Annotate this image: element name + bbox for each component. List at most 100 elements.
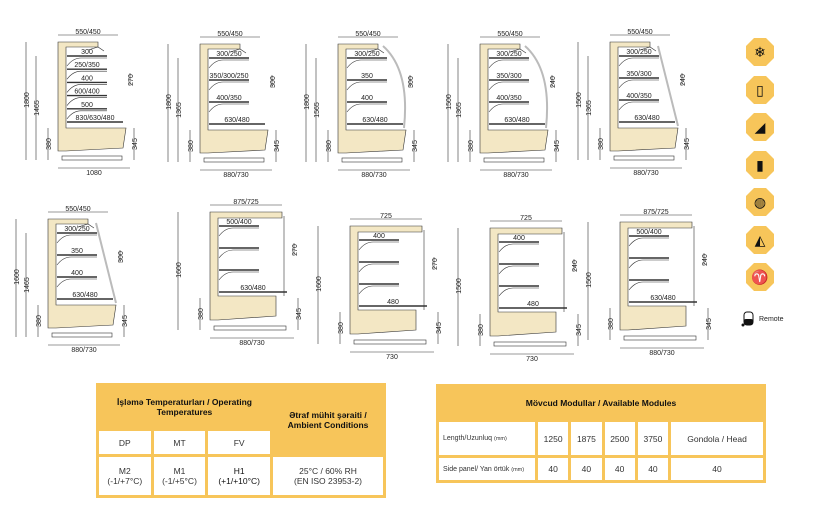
inner-height-label: 1465 xyxy=(34,100,41,116)
shelf-spacing-label: 240 xyxy=(550,76,557,88)
display-case-diagram: 300/250350/300400/350630/480550/45015001… xyxy=(446,31,561,179)
shelf-bracket xyxy=(218,227,259,237)
inner-height-label: 1365 xyxy=(456,102,463,118)
overall-depth-label: 730 xyxy=(386,354,398,361)
shelf-depth-label: 400 xyxy=(373,233,385,240)
mt-value: M1(-1/+5°C) xyxy=(150,454,209,498)
module-side-panel: 40 xyxy=(668,455,766,483)
front-glass xyxy=(95,222,117,304)
octagon-badge xyxy=(746,188,774,216)
shelf-depth-label: 480 xyxy=(527,301,539,308)
inner-height-label: 1465 xyxy=(24,277,31,293)
base-plinth xyxy=(493,341,567,347)
shelf-depth-label: 630/480 xyxy=(362,117,387,124)
shelf-bracket xyxy=(56,256,97,266)
front-height-label: 345 xyxy=(706,318,713,330)
cabinet-body xyxy=(47,218,117,329)
remote-compressor-icon xyxy=(741,311,754,327)
height-label: 1500 xyxy=(446,94,453,110)
shelf-bracket xyxy=(488,81,529,91)
shelf-depth-label: 350/300 xyxy=(626,71,651,78)
height-label: 1600 xyxy=(316,276,323,292)
display-case-diagram: 300/250350/300400/350630/480550/45015001… xyxy=(576,29,691,177)
inner-height-label: 1365 xyxy=(176,102,183,118)
shelf-depth-label: 400 xyxy=(71,270,83,277)
overall-depth-label: 880/730 xyxy=(633,170,658,177)
overall-depth-label: 880/730 xyxy=(649,350,674,357)
shelf-bracket xyxy=(346,81,387,91)
ambient-value: 25°C / 60% RH(EN ISO 23953-2) xyxy=(270,454,386,498)
shelf-bracket xyxy=(498,287,539,297)
shelf-depth-label: 300/250 xyxy=(496,51,521,58)
base-plinth xyxy=(613,155,675,161)
shelf-depth-label: 400/350 xyxy=(626,93,651,100)
shelf-bracket xyxy=(56,234,97,244)
shelf-bracket xyxy=(498,243,539,253)
shelf-bracket xyxy=(358,263,399,273)
module-side-panel: 40 xyxy=(534,455,572,483)
overall-depth-label: 1080 xyxy=(86,170,102,177)
icon-glyph: ◭ xyxy=(755,232,766,248)
height-label: 1500 xyxy=(586,272,593,288)
temp-table-title: İşləmə Temperaturları / Operating Temper… xyxy=(96,383,273,431)
base-height-label: 380 xyxy=(36,315,43,327)
dp-value: M2(-1/+7°C) xyxy=(96,454,154,498)
shelf-spacing-label: 300 xyxy=(118,251,125,263)
side-panel-label: Side panel/ Yan örtük (mm) xyxy=(436,455,538,483)
shelf-bracket xyxy=(488,59,529,69)
length-label: Length/Uzunluq (mm) xyxy=(436,419,538,458)
remote-indicator: Remote xyxy=(741,311,784,327)
front-height-label: 345 xyxy=(296,308,303,320)
shelf-bracket xyxy=(618,57,659,67)
base-plinth xyxy=(483,157,545,163)
module-side-panel: 40 xyxy=(601,455,638,483)
shelf-depth-label: 630/480 xyxy=(240,285,265,292)
overall-depth-label: 880/730 xyxy=(71,347,96,354)
cabinet-body xyxy=(349,225,423,335)
front-height-label: 345 xyxy=(132,138,139,150)
front-glass xyxy=(657,45,679,127)
overall-depth-label: 880/730 xyxy=(503,172,528,179)
canopy xyxy=(639,46,657,52)
shelf-bracket xyxy=(66,110,107,119)
base-height-label: 380 xyxy=(598,138,605,150)
remote-label: Remote xyxy=(759,315,784,323)
octagon-badge xyxy=(746,150,774,179)
base-plinth xyxy=(203,157,265,163)
icon-glyph: ◍ xyxy=(754,194,766,210)
shelf-depth-label: 400 xyxy=(81,75,93,82)
shelf-depth-label: 350/300 xyxy=(496,73,521,80)
shelf-depth-label: 300/250 xyxy=(64,226,89,233)
shelf-spacing-label: 300 xyxy=(270,76,277,88)
icon-glyph: ◢ xyxy=(755,119,766,135)
shelf-depth-label: 300/250 xyxy=(216,51,241,58)
sandwich-icon: ◭ xyxy=(746,225,774,254)
shelf-bracket xyxy=(628,281,669,291)
display-case-diagram: 300250/350400600/400500830/630/480550/45… xyxy=(24,29,139,177)
shelf-depth-label: 630/480 xyxy=(72,292,97,299)
shelf-bracket xyxy=(208,103,249,113)
inner-height-label: 1565 xyxy=(314,102,321,118)
shelf-spacing-label: 240 xyxy=(702,254,709,266)
cheese-icon: ◢ xyxy=(746,113,774,141)
top-depth-label: 725 xyxy=(380,213,392,220)
shelf-depth-label: 400 xyxy=(513,235,525,242)
shelf-bracket xyxy=(66,70,107,80)
base-height-label: 380 xyxy=(46,138,53,150)
shelf-depth-label: 350 xyxy=(71,248,83,255)
front-height-label: 345 xyxy=(554,140,561,152)
top-depth-label: 550/450 xyxy=(75,29,100,36)
shelf-depth-label: 250/350 xyxy=(74,62,99,69)
shelf-spacing-label: 240 xyxy=(680,74,687,86)
module-side-panel: 40 xyxy=(634,455,672,483)
cabinet-body xyxy=(479,43,549,154)
shelf-depth-label: 400/350 xyxy=(496,95,521,102)
cabinet-body xyxy=(337,43,407,154)
shelf-bracket xyxy=(218,249,259,259)
shelf-depth-label: 630/480 xyxy=(634,115,659,122)
height-label: 1500 xyxy=(576,92,583,108)
